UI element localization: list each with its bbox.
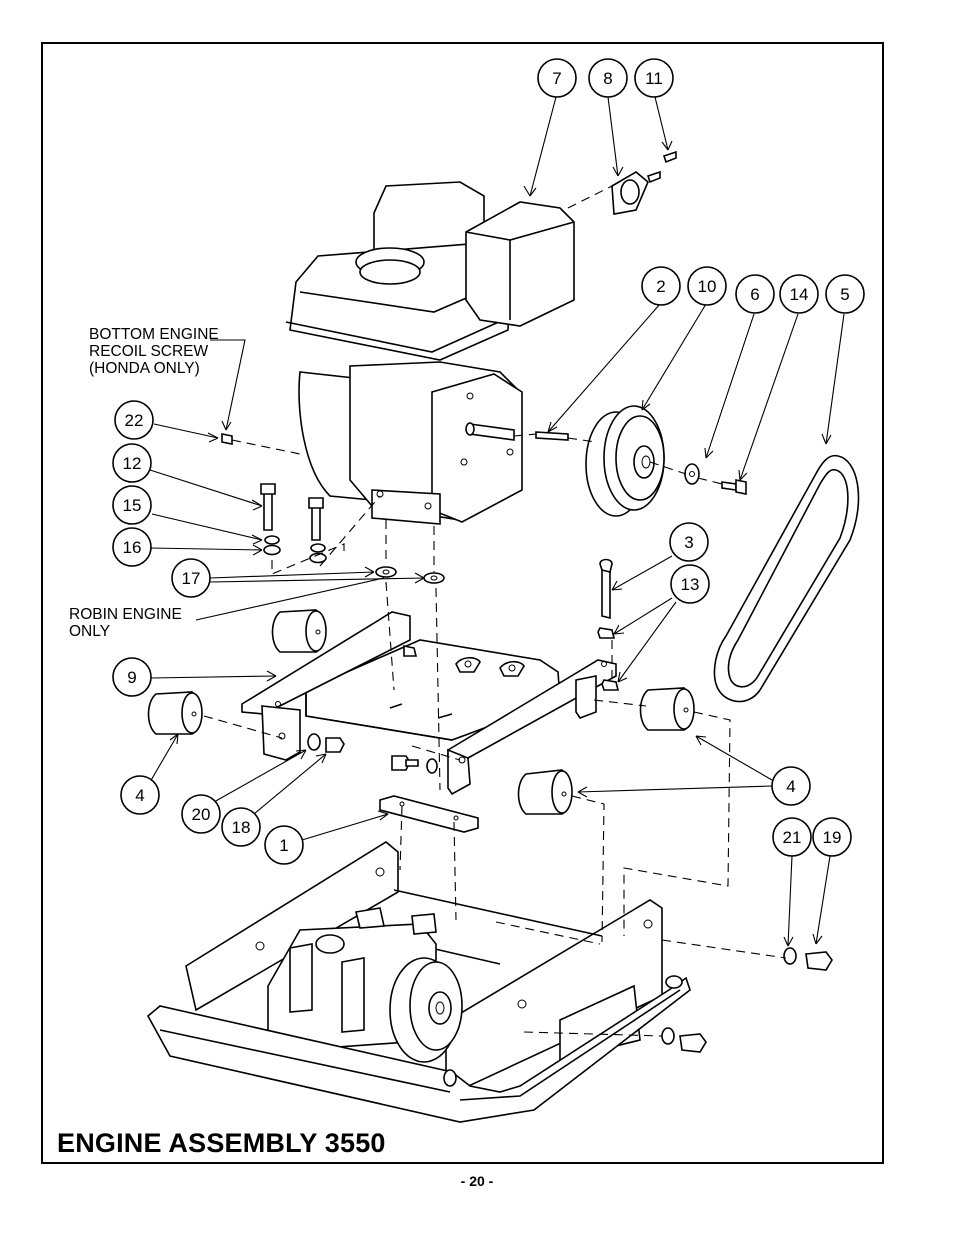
engine — [285, 181, 575, 525]
callout-19: 19 — [812, 817, 852, 857]
svg-text:9: 9 — [127, 668, 136, 687]
callout-14: 14 — [779, 274, 819, 314]
robin-washer-right — [423, 572, 445, 584]
svg-text:4: 4 — [786, 777, 795, 796]
engine-bolts — [260, 483, 327, 564]
stud-bolt — [601, 566, 611, 620]
frame-bolt — [805, 951, 833, 971]
callout-4-right: 4 — [771, 766, 811, 806]
callout-20: 20 — [181, 794, 221, 834]
svg-text:4: 4 — [135, 786, 144, 805]
lock-washer — [783, 947, 797, 965]
rubber-isolators — [147, 609, 695, 815]
callout-2: 2 — [641, 266, 681, 306]
svg-text:6: 6 — [750, 285, 759, 304]
base-plate — [146, 841, 707, 1123]
callout-10: 10 — [687, 266, 727, 306]
shaft-key — [535, 431, 569, 441]
hex-bolt — [325, 737, 345, 753]
svg-text:21: 21 — [783, 828, 802, 847]
recoil-screw — [221, 433, 233, 445]
spacer-bar — [379, 795, 479, 833]
callout-7: 7 — [537, 58, 577, 98]
robin-note: ROBIN ENGINE ONLY — [69, 606, 182, 640]
callout-9: 9 — [112, 657, 152, 697]
callout-11: 11 — [634, 58, 674, 98]
callout-1: 1 — [264, 825, 304, 865]
page-title: ENGINE ASSEMBLY 3550 — [57, 1128, 386, 1158]
callout-17: 17 — [171, 558, 211, 598]
svg-text:2: 2 — [656, 277, 665, 296]
robin-washer-left — [375, 566, 397, 578]
callout-13: 13 — [670, 564, 710, 604]
clutch-pulley — [585, 405, 665, 517]
svg-text:18: 18 — [232, 818, 251, 837]
callout-5: 5 — [825, 274, 865, 314]
flat-washer — [307, 733, 321, 751]
svg-text:13: 13 — [681, 575, 700, 594]
svg-text:14: 14 — [790, 285, 809, 304]
callout-4-left: 4 — [120, 775, 160, 815]
leader-lines — [149, 96, 845, 947]
assembly-lines — [203, 185, 787, 1037]
engine-mount-plate — [241, 611, 617, 796]
callout-18: 18 — [221, 807, 261, 847]
washer — [684, 463, 700, 485]
mounting-flange — [611, 150, 677, 215]
svg-text:8: 8 — [603, 69, 612, 88]
callout-15: 15 — [112, 485, 152, 525]
svg-text:1: 1 — [279, 836, 288, 855]
drawing-frame — [41, 42, 884, 1164]
svg-text:16: 16 — [123, 538, 142, 557]
svg-text:19: 19 — [823, 828, 842, 847]
callout-22: 22 — [114, 400, 154, 440]
svg-text:5: 5 — [840, 285, 849, 304]
callout-6: 6 — [735, 274, 775, 314]
svg-text:22: 22 — [125, 411, 144, 430]
svg-text:20: 20 — [192, 805, 211, 824]
svg-text:7: 7 — [552, 69, 561, 88]
callout-12: 12 — [112, 443, 152, 483]
svg-text:11: 11 — [645, 69, 663, 88]
callout-21: 21 — [772, 817, 812, 857]
pulley-bolt — [721, 481, 737, 491]
svg-text:17: 17 — [182, 569, 201, 588]
svg-text:10: 10 — [698, 277, 717, 296]
callout-8: 8 — [588, 58, 628, 98]
svg-text:15: 15 — [123, 496, 142, 515]
v-belt — [713, 454, 860, 703]
svg-text:3: 3 — [684, 533, 693, 552]
honda-note: BOTTOM ENGINE RECOIL SCREW (HONDA ONLY) — [89, 326, 219, 377]
page-number: - 20 - — [460, 1173, 494, 1189]
svg-text:12: 12 — [123, 454, 142, 473]
hex-nut — [597, 627, 616, 639]
callout-16: 16 — [112, 527, 152, 567]
callout-3: 3 — [669, 522, 709, 562]
